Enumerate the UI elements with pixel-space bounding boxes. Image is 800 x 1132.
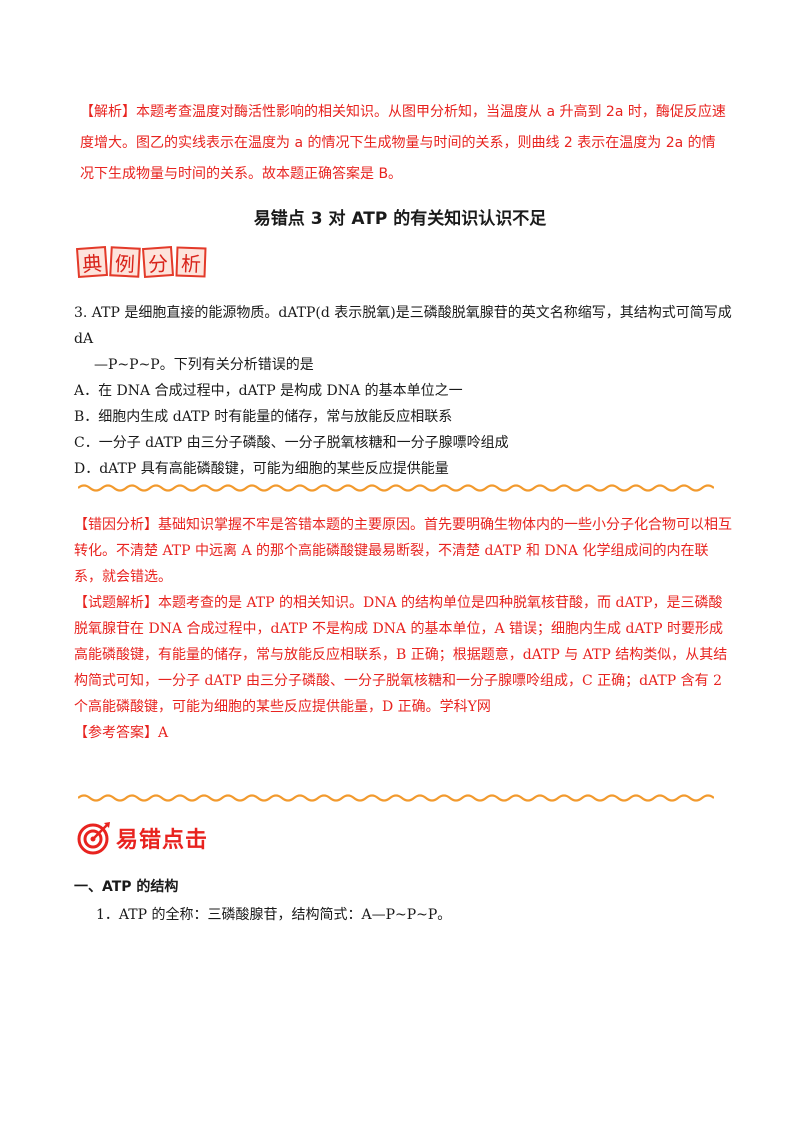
error-click-header: 易错点击 (76, 820, 208, 856)
question-block: 3. ATP 是细胞直接的能源物质。dATP(d 表示脱氧)是三磷酸脱氧腺苷的英… (74, 300, 734, 482)
banner-tile: 典 (75, 245, 109, 279)
error-analysis-paragraph: 【错因分析】基础知识掌握不牢是答错本题的主要原因。首先要明确生物体内的一些小分子… (74, 517, 732, 585)
option-d: D．dATP 具有高能磷酸键，可能为细胞的某些反应提供能量 (74, 461, 449, 477)
question-stem-continued: —P~P~P。下列有关分析错误的是 (94, 357, 314, 373)
banner-tile: 分 (141, 245, 175, 279)
example-analysis-banner: 典 例 分 析 (75, 245, 207, 279)
wave-divider (78, 484, 714, 492)
banner-tile: 例 (109, 246, 141, 278)
banner-tile: 析 (175, 246, 207, 278)
subsection-heading: 一、ATP 的结构 (74, 879, 179, 895)
reference-answer: 【参考答案】A (74, 725, 169, 741)
analysis-section: 【错因分析】基础知识掌握不牢是答错本题的主要原因。首先要明确生物体内的一些小分子… (74, 512, 734, 746)
wave-divider (78, 794, 714, 802)
top-analysis-paragraph: 【解析】本题考查温度对酶活性影响的相关知识。从图甲分析知，当温度从 a 升高到 … (80, 104, 726, 182)
option-b: B．细胞内生成 dATP 时有能量的储存，常与放能反应相联系 (74, 409, 453, 425)
option-c: C．一分子 dATP 由三分子磷酸、一分子脱氧核糖和一分子腺嘌呤组成 (74, 435, 509, 451)
option-a: A．在 DNA 合成过程中，dATP 是构成 DNA 的基本单位之一 (74, 383, 463, 399)
list-item: 1．ATP 的全称：三磷酸腺苷，结构简式：A—P~P~P。 (96, 907, 452, 923)
error-click-title: 易错点击 (116, 828, 209, 853)
section-title: 易错点 3 对 ATP 的有关知识认识不足 (253, 209, 547, 229)
question-stem: 3. ATP 是细胞直接的能源物质。dATP(d 表示脱氧)是三磷酸脱氧腺苷的英… (74, 305, 732, 347)
target-icon (77, 822, 110, 855)
detailed-analysis-paragraph: 【试题解析】本题考查的是 ATP 的相关知识。DNA 的结构单位是四种脱氧核苷酸… (74, 595, 728, 715)
